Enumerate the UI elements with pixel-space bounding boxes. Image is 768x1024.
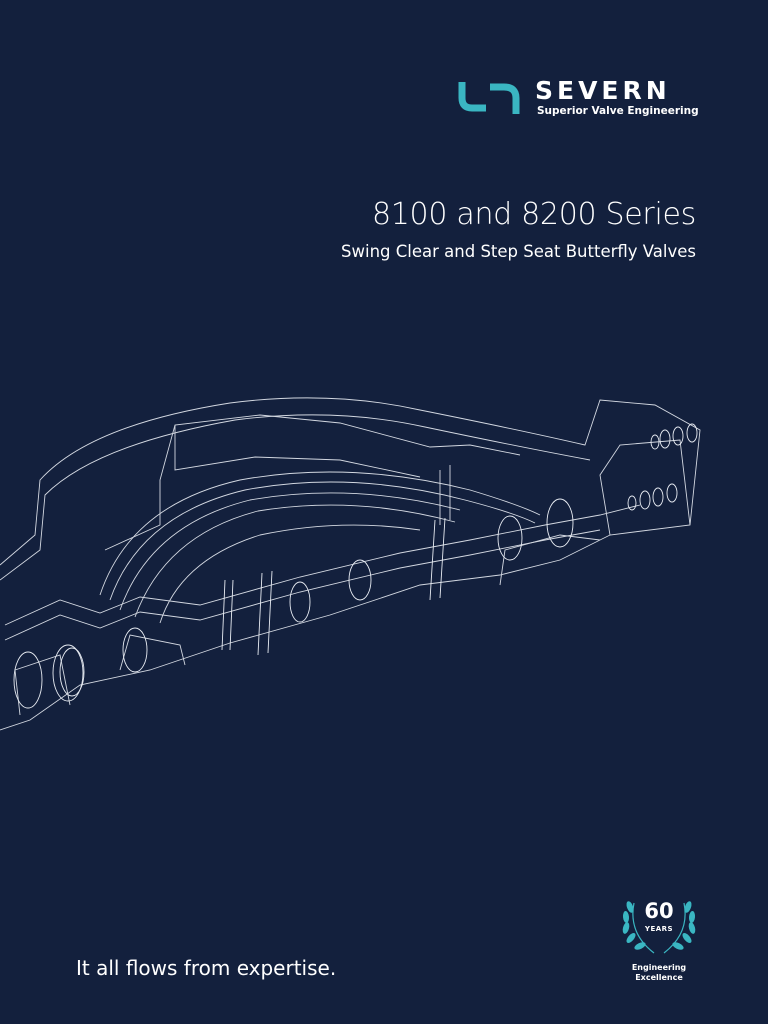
severn-logo: SEVERN Superior Valve Engineering xyxy=(456,76,701,120)
severn-logo-mark-icon xyxy=(458,82,520,114)
laurel-wreath-icon xyxy=(622,901,696,954)
badge-caption-line1: Engineering xyxy=(631,963,687,972)
document-title: 8100 and 8200 Series xyxy=(371,197,696,232)
badge-caption-line2: Excellence xyxy=(635,973,683,982)
badge-number: 60 xyxy=(644,899,674,923)
brand-name: SEVERN xyxy=(535,76,671,105)
brand-tagline: Superior Valve Engineering xyxy=(537,105,699,117)
sixty-years-badge: 60 YEARS Engineering Excellence xyxy=(614,893,704,988)
cover-slogan: It all flows from expertise. xyxy=(76,956,337,980)
badge-caption: Engineering Excellence xyxy=(614,963,704,983)
badge-unit: YEARS xyxy=(644,925,674,933)
document-subtitle: Swing Clear and Step Seat Butterfly Valv… xyxy=(341,242,696,261)
wireframe-valve-body-icon xyxy=(0,397,701,731)
